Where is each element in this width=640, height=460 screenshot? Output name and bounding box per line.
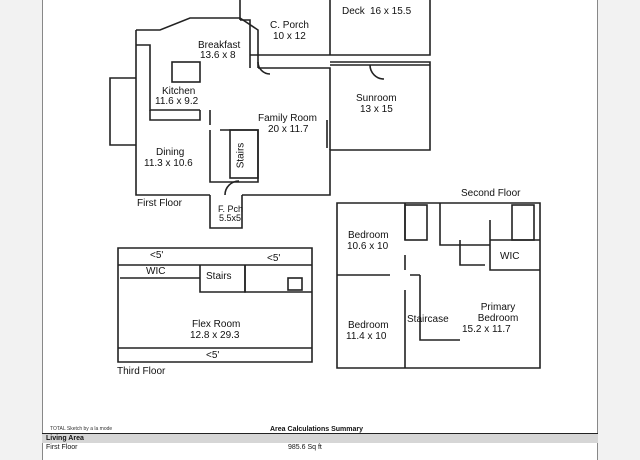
room-bedroom-1-dims: 10.6 x 10 [347,241,389,252]
area-summary-title: Area Calculations Summary [270,426,363,433]
wall-staircase [404,275,460,368]
low-ceiling-bottom: <5' [206,350,220,361]
wall-bath-center [439,203,490,246]
room-deck-dims: 16 x 15.5 [370,6,412,17]
wall-front-porch [209,195,243,229]
room-breakfast-name: Breakfast [198,40,241,51]
wall-third-bath [244,265,312,293]
wall-third-outline [117,247,313,363]
wall-wic-second [489,220,540,271]
room-family-room-dims: 20 x 11.7 [268,124,309,135]
sunroom-door-swing [369,64,385,80]
room-flex-room-dims: 12.8 x 29.3 [190,330,240,341]
room-stairs-third-name: Stairs [206,271,232,282]
room-sunroom-name: Sunroom [356,93,397,104]
wall-first-left [135,30,210,196]
kitchen-island [171,61,201,83]
area-row: First Floor 985.6 Sq ft [42,443,598,452]
wall-porch-left [240,19,251,68]
kitchen-counter [136,44,200,111]
room-dining-name: Dining [156,147,185,158]
room-bedroom-2-dims: 11.4 x 10 [346,331,387,342]
software-credit: TOTAL Sketch by a la mode [50,426,113,432]
room-c-porch-dims: 10 x 12 [273,31,306,42]
room-bedroom-1-name: Bedroom [348,230,389,241]
tub-second-left [404,204,428,241]
right-margin-bar [597,0,640,460]
low-ceiling-top-right: <5' [267,253,281,264]
tub-second-right [511,204,535,241]
wall-family-top [258,67,331,150]
left-margin-bar [0,0,43,460]
room-kitchen-name: Kitchen [162,86,196,97]
area-section-living: Living Area [42,434,598,443]
room-primary-bedroom-dims: 15.2 x 11.7 [462,324,511,335]
stairs-first-block [229,129,259,179]
wall-second-outline [336,202,541,369]
room-kitchen-dims: 11.6 x 9.2 [155,96,199,107]
room-primary-bedroom-name: Primary Bedroom [477,302,519,324]
room-wic-second-name: WIC [500,251,520,262]
room-wic-third-name: WIC [146,266,166,277]
wall-kitchen-bay [109,77,136,146]
floor-label-third: Third Floor [117,366,166,377]
wall-stairs-first [209,129,259,183]
room-family-room-name: Family Room [258,113,317,124]
low-ceiling-top-left: <5' [150,250,164,261]
room-stairs-first-name: Stairs [235,142,247,169]
front-door-swing [224,180,240,196]
room-f-pch-name: F. Pch [218,204,244,214]
room-f-pch-dims: 5.5x5 [219,213,242,223]
room-staircase-name: Staircase [407,314,449,325]
wall-breakfast-top [136,17,259,68]
area-summary-table: Living Area First Floor 985.6 Sq ft [42,433,598,460]
room-c-porch-name: C. Porch [270,20,309,31]
room-dining-dims: 11.3 x 10.6 [144,158,193,169]
wall-kitchen-dining [149,110,201,121]
floor-label-first: First Floor [137,198,182,209]
room-sunroom-dims: 13 x 15 [360,104,393,115]
room-deck-name: Deck [342,6,365,17]
wall-deck-bottom [330,0,431,56]
room-flex-room-name: Flex Room [192,319,241,330]
floor-label-second: Second Floor [461,188,521,199]
area-row-label: First Floor [46,444,78,451]
porch-door-swing [257,61,271,75]
wall-first-right [242,61,431,196]
area-row-value: 985.6 Sq ft [288,444,322,451]
sink-third [287,277,303,291]
room-bedroom-2-name: Bedroom [348,320,389,331]
room-breakfast-dims: 13.6 x 8 [200,50,236,61]
